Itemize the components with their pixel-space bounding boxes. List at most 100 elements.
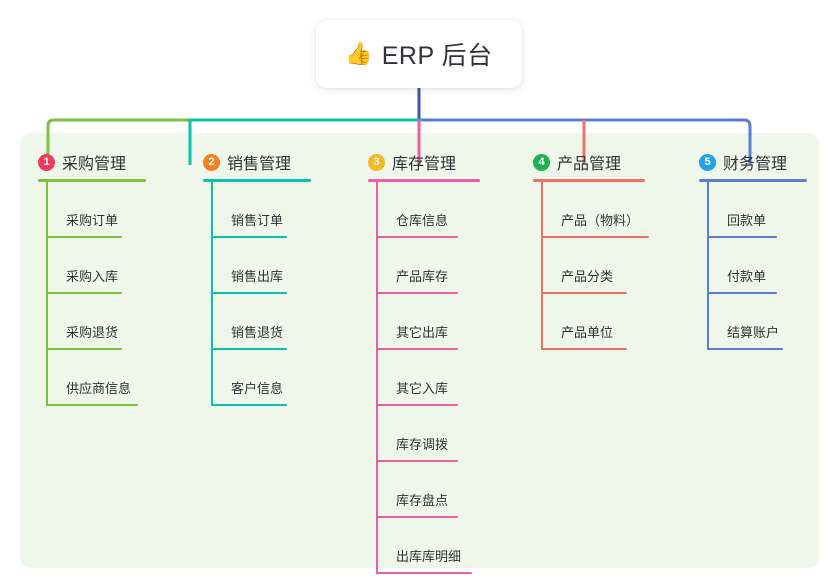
- leaf-item-label: 仓库信息: [396, 213, 449, 228]
- leaf-item-label: 库存调拨: [396, 437, 449, 452]
- column-title: 财务管理: [723, 156, 788, 173]
- leaf-item[interactable]: 采购入库: [38, 238, 188, 294]
- branch-column-sales: 2 销售管理 销售订单销售出库销售退货客户信息: [203, 150, 353, 406]
- leaf-item-label: 采购订单: [66, 213, 119, 228]
- leaf-item-underline: [46, 292, 122, 294]
- leaf-item[interactable]: 产品分类: [533, 238, 698, 294]
- column-underline: [203, 179, 311, 182]
- root-node-card[interactable]: 👍 ERP 后台: [316, 20, 522, 88]
- branch-column-purchase: 1 采购管理 采购订单采购入库采购退货供应商信息: [38, 150, 188, 406]
- leaf-item-underline: [211, 236, 287, 238]
- leaf-item[interactable]: 出库库明细: [368, 518, 528, 574]
- column-underline: [699, 179, 807, 182]
- column-badge: 4: [533, 153, 550, 171]
- leaf-item-label: 采购退货: [66, 325, 119, 340]
- page-title: ERP 后台: [381, 42, 493, 70]
- leaf-item-label: 销售出库: [231, 269, 284, 284]
- leaf-item[interactable]: 销售订单: [203, 182, 353, 238]
- leaf-list: 仓库信息产品库存其它出库其它入库库存调拨库存盘点出库库明细: [368, 182, 528, 574]
- column-header[interactable]: 3 库存管理: [368, 150, 528, 174]
- leaf-item-label: 产品分类: [561, 269, 614, 284]
- leaf-list: 回款单付款单结算账户: [699, 182, 839, 350]
- leaf-item-underline: [376, 404, 458, 406]
- leaf-item-label: 销售退货: [231, 325, 284, 340]
- leaf-trunk-line: [541, 182, 543, 350]
- leaf-item-label: 客户信息: [231, 381, 284, 396]
- leaf-item[interactable]: 产品（物料）: [533, 182, 698, 238]
- leaf-item-underline: [707, 236, 777, 238]
- diagram-panel: [20, 133, 819, 568]
- column-header[interactable]: 1 采购管理: [38, 150, 188, 174]
- leaf-item-label: 销售订单: [231, 213, 284, 228]
- leaf-item-underline: [707, 292, 777, 294]
- leaf-item[interactable]: 库存盘点: [368, 462, 528, 518]
- column-badge: 3: [368, 153, 385, 171]
- leaf-list: 产品（物料） 产品分类产品单位: [533, 182, 698, 350]
- leaf-item[interactable]: 客户信息: [203, 350, 353, 406]
- branch-column-inventory: 3 库存管理 仓库信息产品库存其它出库其它入库库存调拨库存盘点出库库明细: [368, 150, 528, 574]
- leaf-item-label: 采购入库: [66, 269, 119, 284]
- leaf-item[interactable]: 付款单: [699, 238, 839, 294]
- leaf-item[interactable]: 其它出库: [368, 294, 528, 350]
- column-badge: 1: [38, 153, 55, 171]
- leaf-item-label: 库存盘点: [396, 493, 449, 508]
- column-badge: 5: [699, 153, 716, 171]
- leaf-item-label: 其它入库: [396, 381, 449, 396]
- column-underline: [368, 179, 480, 182]
- leaf-list: 销售订单销售出库销售退货客户信息: [203, 182, 353, 406]
- leaf-item-underline: [211, 404, 287, 406]
- leaf-trunk-line: [707, 182, 709, 350]
- leaf-item-label: 付款单: [727, 269, 767, 284]
- leaf-item-underline: [46, 348, 122, 350]
- leaf-item-underline: [376, 348, 458, 350]
- leaf-item-label: 供应商信息: [66, 381, 132, 396]
- leaf-item-label: 产品库存: [396, 269, 449, 284]
- column-title: 产品管理: [557, 156, 622, 173]
- column-title: 采购管理: [62, 156, 127, 173]
- leaf-item[interactable]: 采购退货: [38, 294, 188, 350]
- leaf-item[interactable]: 结算账户: [699, 294, 839, 350]
- leaf-item-label: 出库库明细: [396, 549, 462, 564]
- leaf-item-underline: [46, 236, 122, 238]
- branch-column-finance: 5 财务管理 回款单付款单结算账户: [699, 150, 839, 350]
- column-title: 销售管理: [227, 156, 292, 173]
- leaf-item[interactable]: 供应商信息: [38, 350, 188, 406]
- leaf-item[interactable]: 回款单: [699, 182, 839, 238]
- leaf-item[interactable]: 产品单位: [533, 294, 698, 350]
- leaf-item-underline: [541, 236, 649, 238]
- column-title: 库存管理: [392, 156, 457, 173]
- leaf-item[interactable]: 库存调拨: [368, 406, 528, 462]
- leaf-trunk-line: [211, 182, 213, 406]
- leaf-item-underline: [376, 516, 458, 518]
- leaf-item[interactable]: 产品库存: [368, 238, 528, 294]
- leaf-item[interactable]: 仓库信息: [368, 182, 528, 238]
- leaf-item-underline: [211, 292, 287, 294]
- leaf-item[interactable]: 其它入库: [368, 350, 528, 406]
- leaf-item-underline: [541, 348, 627, 350]
- column-badge: 2: [203, 153, 220, 171]
- leaf-item-label: 产品单位: [561, 325, 614, 340]
- column-header[interactable]: 4 产品管理: [533, 150, 698, 174]
- leaf-item-underline: [376, 460, 458, 462]
- leaf-item-label: 其它出库: [396, 325, 449, 340]
- leaf-item-underline: [707, 348, 783, 350]
- leaf-item-underline: [46, 404, 138, 406]
- leaf-item-label: 结算账户: [727, 325, 780, 340]
- leaf-item[interactable]: 销售出库: [203, 238, 353, 294]
- leaf-trunk-line: [376, 182, 378, 574]
- leaf-item-underline: [376, 292, 458, 294]
- leaf-item-label: 产品（物料）: [561, 213, 640, 228]
- column-underline: [38, 179, 146, 182]
- leaf-item-underline: [211, 348, 287, 350]
- leaf-item-underline: [376, 236, 458, 238]
- leaf-trunk-line: [46, 182, 48, 406]
- leaf-item[interactable]: 销售退货: [203, 294, 353, 350]
- column-header[interactable]: 2 销售管理: [203, 150, 353, 174]
- column-underline: [533, 179, 645, 182]
- leaf-item[interactable]: 采购订单: [38, 182, 188, 238]
- leaf-item-underline: [541, 292, 627, 294]
- column-header[interactable]: 5 财务管理: [699, 150, 839, 174]
- leaf-list: 采购订单采购入库采购退货供应商信息: [38, 182, 188, 406]
- leaf-item-label: 回款单: [727, 213, 767, 228]
